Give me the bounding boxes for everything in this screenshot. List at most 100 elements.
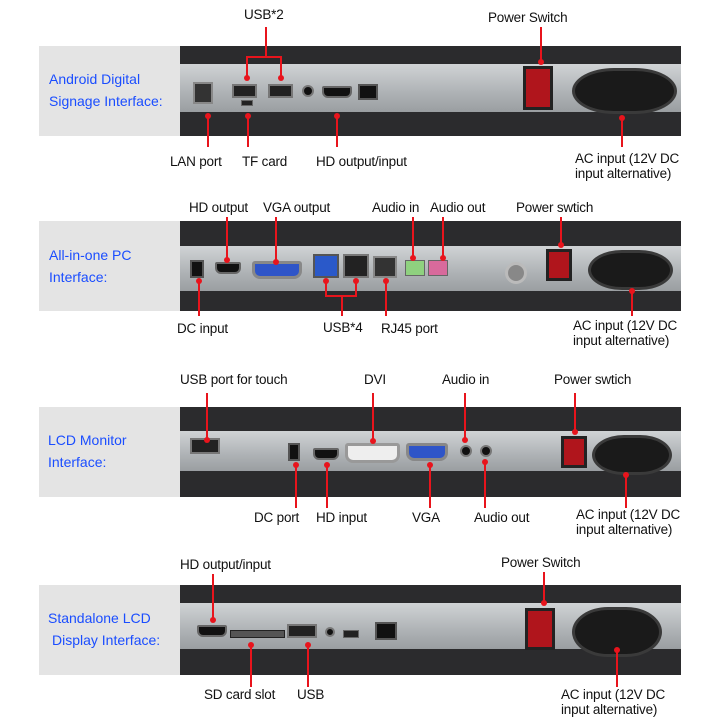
- label-ac-input-note: input alternative): [573, 333, 670, 348]
- leader-line: [325, 295, 357, 297]
- audio-out-jack: [480, 445, 492, 457]
- hdmi-port: [313, 448, 339, 460]
- dc-jack: [375, 622, 397, 640]
- audio-jack: [325, 627, 335, 637]
- section-title: Interface:: [48, 454, 107, 470]
- label-usb4: USB*4: [323, 320, 363, 335]
- usb-port: [287, 624, 317, 638]
- label-tf-card: TF card: [242, 154, 288, 169]
- label-power-switch: Power Switch: [488, 10, 568, 25]
- label-ac-input: AC input (12V DC: [576, 507, 681, 522]
- dvi-port: [345, 443, 400, 463]
- leader-line: [385, 281, 387, 316]
- leader-dot: [244, 75, 250, 81]
- label-hd-output-input: HD output/input: [316, 154, 407, 169]
- leader-dot: [293, 462, 299, 468]
- leader-line: [226, 217, 228, 260]
- section-title-box: [39, 221, 180, 311]
- power-switch: [546, 249, 572, 281]
- leader-dot: [245, 113, 251, 119]
- leader-line: [280, 57, 282, 78]
- label-hd-input: HD input: [316, 510, 367, 525]
- leader-line: [484, 462, 486, 508]
- leader-line: [341, 296, 343, 316]
- sd-card-slot: [230, 630, 285, 638]
- leader-line: [464, 393, 466, 440]
- leader-line: [250, 645, 252, 687]
- leader-dot: [538, 59, 544, 65]
- leader-dot: [305, 642, 311, 648]
- label-ac-input: AC input (12V DC: [575, 151, 680, 166]
- leader-line: [560, 217, 562, 245]
- ac-inlet: [588, 250, 673, 290]
- leader-dot: [370, 438, 376, 444]
- leader-dot: [273, 259, 279, 265]
- leader-dot: [196, 278, 202, 284]
- leader-dot: [629, 288, 635, 294]
- usb-port: [232, 84, 257, 98]
- micro-port: [343, 630, 359, 638]
- leader-dot: [204, 437, 210, 443]
- leader-dot: [619, 115, 625, 121]
- leader-dot: [353, 278, 359, 284]
- leader-line: [442, 217, 444, 258]
- dc-jack: [358, 84, 378, 100]
- leader-line: [543, 572, 545, 603]
- label-ac-input: AC input (12V DC: [561, 687, 666, 702]
- label-power-switch: Power swtich: [516, 200, 594, 215]
- usb-port: [268, 84, 293, 98]
- label-sd-card-slot: SD card slot: [204, 687, 276, 702]
- leader-dot: [541, 600, 547, 606]
- usb-port: [343, 254, 369, 278]
- leader-line: [325, 281, 327, 296]
- leader-line: [429, 465, 431, 508]
- leader-line: [275, 217, 277, 262]
- label-vga-output: VGA output: [263, 200, 331, 215]
- section-title-box: [39, 46, 180, 136]
- label-usb2: USB*2: [244, 7, 284, 22]
- label-ac-input-note: input alternative): [576, 522, 673, 537]
- leader-line: [326, 465, 328, 508]
- label-dvi: DVI: [364, 372, 386, 387]
- power-switch: [561, 436, 587, 468]
- power-switch: [525, 608, 555, 650]
- leader-line: [631, 291, 633, 316]
- leader-dot: [383, 278, 389, 284]
- leader-dot: [205, 113, 211, 119]
- section-title-box: [39, 407, 180, 497]
- section-title: Interface:: [49, 269, 108, 285]
- leader-line: [307, 645, 309, 687]
- rj45-port: [373, 256, 397, 278]
- label-power-switch: Power Switch: [501, 555, 581, 570]
- audio-in-jack: [405, 260, 425, 276]
- vga-port: [406, 443, 448, 461]
- leader-dot: [323, 278, 329, 284]
- section-title: Signage Interface:: [49, 93, 163, 109]
- leader-dot: [558, 242, 564, 248]
- audio-jack: [302, 85, 314, 97]
- dc-jack: [288, 443, 300, 461]
- leader-line: [207, 116, 209, 147]
- hdmi-port: [322, 86, 352, 98]
- leader-line: [540, 27, 542, 62]
- leader-line: [621, 118, 623, 147]
- audio-in-jack: [460, 445, 472, 457]
- section-title: LCD Monitor: [48, 432, 127, 448]
- label-ac-input: AC input (12V DC: [573, 318, 678, 333]
- label-audio-out: Audio out: [474, 510, 530, 525]
- usb-port: [313, 254, 339, 278]
- leader-line: [212, 574, 214, 620]
- leader-dot: [248, 642, 254, 648]
- leader-line: [616, 650, 618, 687]
- label-ac-input-note: input alternative): [575, 166, 672, 181]
- section-title: Standalone LCD: [48, 610, 151, 626]
- label-audio-out: Audio out: [430, 200, 486, 215]
- leader-line: [412, 217, 414, 258]
- hdmi-port: [197, 625, 227, 637]
- leader-dot: [324, 462, 330, 468]
- leader-line: [198, 281, 200, 316]
- power-switch: [523, 66, 553, 110]
- leader-line: [355, 281, 357, 296]
- label-hd-output-input: HD output/input: [180, 557, 271, 572]
- section-title: Display Interface:: [52, 632, 161, 648]
